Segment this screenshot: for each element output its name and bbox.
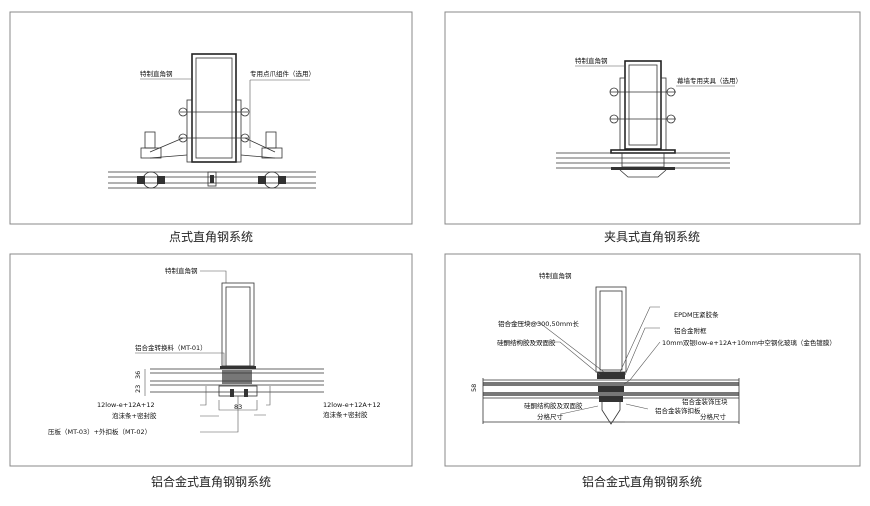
panel-clamp-system: 特制直角钢 幕墙专用夹具（选用） 夹具式直角钢系统 (444, 11, 861, 244)
steel-section (149, 53, 276, 163)
label-grid-left: 分格尺寸 (537, 412, 564, 421)
glass-lines (556, 152, 730, 169)
label-deco-cover: 铝合金装饰扣板 (655, 406, 701, 415)
steel-section (595, 286, 627, 425)
caption-clamp-system: 夹具式直角钢系统 (604, 230, 700, 244)
glass-lines (108, 171, 316, 189)
label-silicone-bottom: 硅酮结构胶及双面胶 (524, 401, 583, 410)
label-steel: 特制直角钢 (575, 56, 608, 65)
panel-frame (444, 253, 861, 467)
dim-58: 58 (470, 384, 478, 392)
label-steel: 特制直角钢 (140, 69, 173, 78)
label-foam-left: 泡沫条+密封胶 (112, 411, 157, 420)
dim-23: 23 (134, 385, 142, 393)
dim-83: 83 (234, 403, 242, 411)
label-adapter: 铝合金转换料（MT-01） (135, 343, 207, 352)
label-steel: 特制直角钢 (165, 266, 198, 275)
label-block: 铝合金压块@300,50mm长 (498, 319, 579, 328)
panel-aluminum-system-a: 特制直角钢 铝合金转换料（MT-01） 36 23 83 12low-e+12A… (9, 253, 413, 489)
glass-lines (150, 368, 324, 393)
label-glass-right: 12low-e+12A+12 (323, 401, 381, 409)
caption-aluminum-system-a: 铝合金式直角钢钢系统 (151, 474, 271, 489)
label-frame: 铝合金附框 (674, 326, 707, 335)
label-plate: 压板（MT-03）+外扣板（MT-02） (48, 427, 151, 436)
label-clamp: 幕墙专用夹具（选用） (677, 76, 742, 85)
panel-frame (444, 11, 861, 225)
panel-aluminum-system-b: 特制直角钢 EPDM压紧胶条 铝合金压块@300,50mm长 铝合金附框 硅酮结… (444, 253, 861, 489)
caption-aluminum-system-b: 铝合金式直角钢钢系统 (582, 474, 702, 489)
label-silicone-top: 硅酮结构胶及双面胶 (497, 338, 556, 347)
steel-section (609, 60, 676, 178)
steel-section (218, 282, 258, 397)
caption-point-system: 点式直角钢系统 (169, 230, 253, 244)
panel-frame (9, 253, 413, 467)
label-foam-right: 泡沫条+密封胶 (323, 410, 368, 419)
panel-point-system: 特制直角钢 专用点爪组件（选用） 点式直角钢系统 (9, 11, 413, 244)
label-glass-left: 12low-e+12A+12 (97, 401, 155, 409)
panel-frame (9, 11, 413, 225)
label-steel: 特制直角钢 (539, 271, 572, 280)
glass-layers (482, 378, 740, 424)
label-grid-right: 分格尺寸 (700, 412, 727, 421)
dim-36: 36 (134, 371, 142, 379)
label-epdm: EPDM压紧胶条 (674, 310, 719, 319)
label-glass: 10mm双银low-e+12A+10mm中空钢化玻璃（金色镀膜） (662, 338, 836, 347)
label-claw: 专用点爪组件（选用） (250, 69, 315, 78)
label-deco-block: 铝合金装饰压块 (682, 397, 728, 406)
